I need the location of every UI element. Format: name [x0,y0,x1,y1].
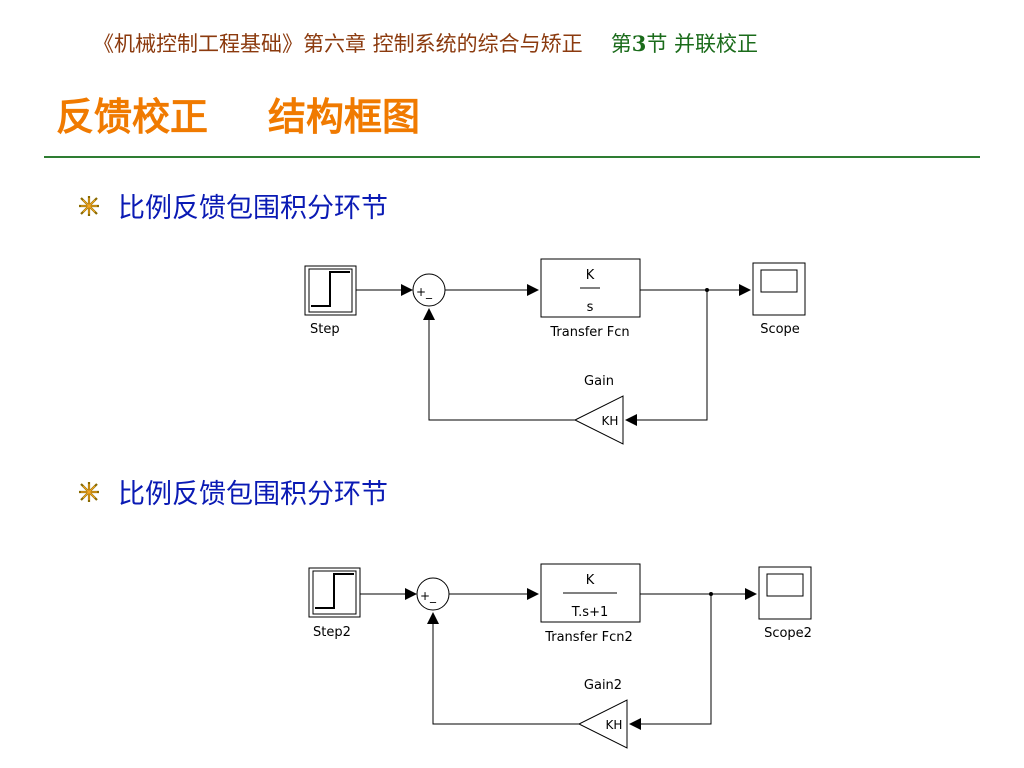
star-bullet-icon [78,194,100,217]
block-diagram-1: Step +_ K s Transfer Fcn Scope [304,258,806,445]
step-label: Step [310,322,340,337]
tf-label: Transfer Fcn2 [544,630,633,645]
arrow-head [427,612,439,624]
arrow-head [629,718,641,730]
transfer-fcn-block[interactable] [540,258,641,318]
tf-numerator: K [586,573,595,588]
tf-label: Transfer Fcn [549,325,629,340]
arrow-head [739,284,751,296]
scope-label: Scope2 [764,626,812,641]
section-prefix: 第 [610,32,632,56]
bullet-text-1: 比例反馈包围积分环节 [118,193,388,224]
gain-label: Gain [584,374,614,389]
bullet-item-1: 比例反馈包围积分环节 [78,186,388,225]
tf-denominator: s [587,300,594,315]
feedback-wire [432,624,579,725]
star-bullet-icon [78,480,100,503]
step-label: Step2 [313,625,351,640]
bullet-text-2: 比例反馈包围积分环节 [118,479,388,510]
tf-denominator: T.s+1 [571,605,608,620]
sum-signs: +_ [420,589,437,603]
course-title: 《机械控制工程基础》第六章 控制系统的综合与矫正 [93,32,583,56]
title-part-2: 结构框图 [268,95,421,139]
gain-value: KH [606,718,623,732]
block-diagram-2: Step2 +_ K T.s+1 Transfer Fcn2 Scope2 KH [308,563,812,749]
scope-block[interactable] [758,566,812,620]
feedback-wire [641,594,712,725]
sum-signs: +_ [416,285,433,299]
section-suffix: 节 并联校正 [646,32,758,56]
step-block[interactable] [308,567,361,618]
step-block[interactable] [304,265,357,316]
gain-label: Gain2 [584,678,622,693]
title-divider [44,156,980,158]
gain-block[interactable] [577,699,628,749]
section-number: 3 [631,31,647,56]
arrow-head [401,284,413,296]
section-title: 第3节 并联校正 [610,31,758,56]
scope-label: Scope [760,322,800,337]
arrow-head [405,588,417,600]
feedback-wire [428,320,575,421]
transfer-fcn-block[interactable] [540,563,641,623]
title-part-1: 反馈校正 [56,95,209,139]
slide-header: 《机械控制工程基础》第六章 控制系统的综合与矫正 第3节 并联校正 [93,28,758,58]
arrow-head [527,284,539,296]
scope-block[interactable] [752,262,806,316]
arrow-head [625,414,637,426]
arrow-head [745,588,757,600]
slide-title: 反馈校正 结构框图 [56,86,420,141]
gain-block[interactable] [573,395,624,445]
arrow-head [527,588,539,600]
feedback-wire [637,290,708,421]
bullet-item-2: 比例反馈包围积分环节 [78,472,388,511]
gain-value: KH [602,414,619,428]
arrow-head [423,308,435,320]
tf-numerator: K [586,268,595,283]
